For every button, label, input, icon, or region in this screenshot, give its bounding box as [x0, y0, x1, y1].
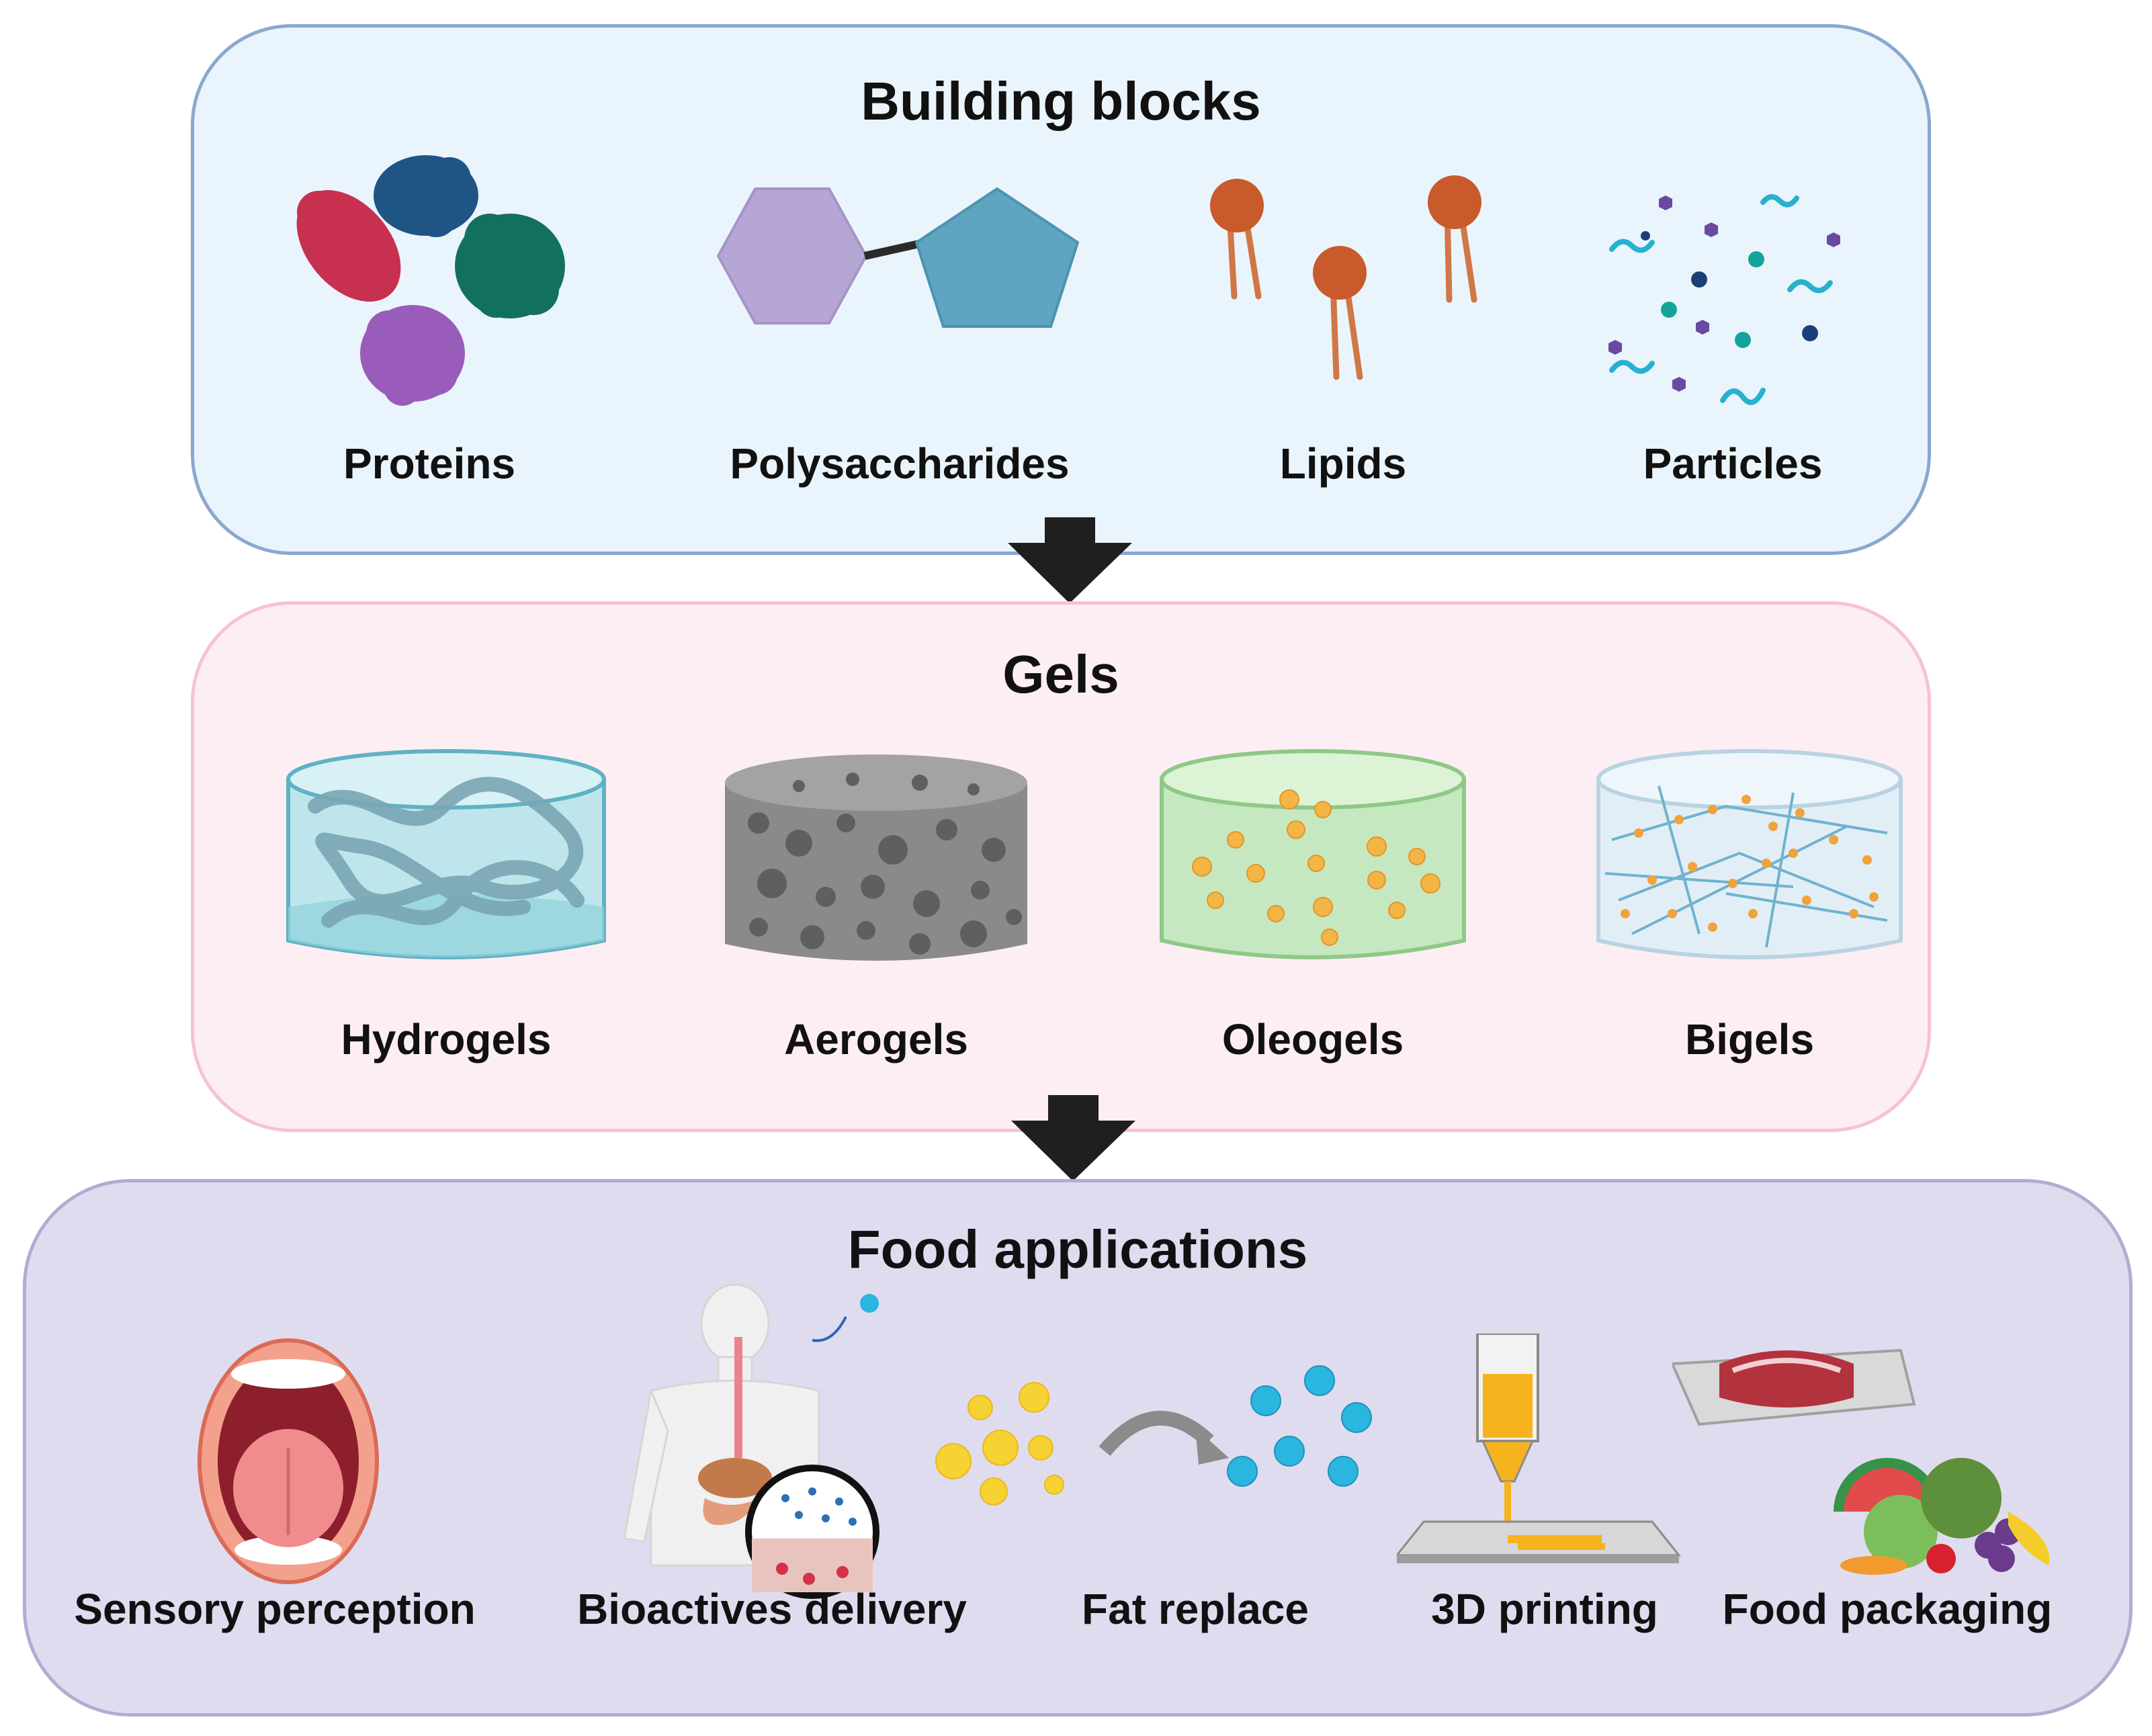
particles-label: Particles: [1643, 439, 1823, 488]
proteins-label: Proteins: [343, 439, 516, 488]
food-applications-title: Food applications: [847, 1219, 1308, 1279]
bigels-label: Bigels: [1684, 1015, 1815, 1064]
bioactives-delivery-label: Bioactives delivery: [577, 1585, 967, 1633]
protein-cluster-icon: [296, 155, 565, 406]
polysaccharide-icon: [716, 187, 1080, 328]
food-packaging-label: Food packaging: [1722, 1585, 2053, 1633]
mouth-icon: [198, 1338, 379, 1584]
human-digestion-icon: [623, 1283, 879, 1599]
fat-droplets-icon: [935, 1365, 1372, 1506]
building-blocks-panel: Building blocks Proteins Polysaccharides: [191, 24, 1931, 555]
building-blocks-title: Building blocks: [861, 71, 1261, 131]
aerogels-label: Aerogels: [784, 1015, 968, 1064]
sensory-perception-label: Sensory perception: [74, 1585, 476, 1633]
lipids-label: Lipids: [1279, 439, 1407, 488]
fat-replace-label: Fat replace: [1082, 1585, 1309, 1633]
oleogel-icon: [1160, 749, 1466, 959]
down-arrow-icon: [1011, 1095, 1135, 1181]
gels-panel: Gels Hydrogels Aerogels: [191, 601, 1931, 1132]
bigel-icon: [1596, 749, 1903, 959]
lipid-icon: [1210, 175, 1481, 380]
printer-icon: [1397, 1334, 1682, 1563]
oleogels-label: Oleogels: [1221, 1015, 1404, 1064]
hydrogels-label: Hydrogels: [341, 1015, 552, 1064]
food-applications-panel: Food applications Sensory perception: [23, 1179, 2133, 1717]
aerogel-icon: [725, 754, 1027, 961]
hydrogel-icon: [286, 749, 606, 959]
down-arrow-icon: [1008, 517, 1132, 603]
food-icon: [1672, 1348, 2050, 1575]
polysaccharides-label: Polysaccharides: [730, 439, 1070, 488]
3d-printing-label: 3D printing: [1431, 1585, 1658, 1633]
particles-icon: [1608, 194, 1840, 405]
gels-title: Gels: [1002, 644, 1119, 704]
